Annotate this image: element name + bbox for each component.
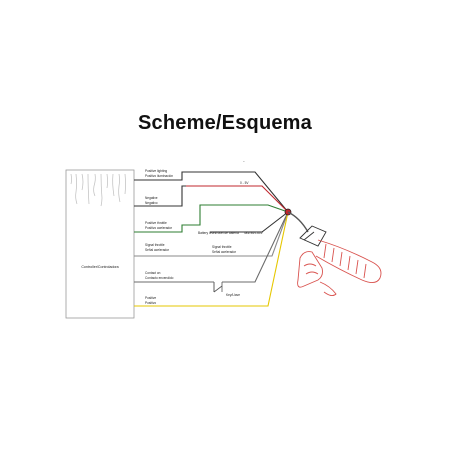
voltage-short-label: 0 - 5V — [240, 181, 249, 185]
label-positive-es: Positivo — [145, 301, 156, 305]
wire-labels: Positive lighting Positivo iluminación N… — [145, 169, 174, 305]
label-signal-throttle-es: Señal acelerador — [145, 248, 170, 252]
wire-battery-indicator — [210, 211, 289, 233]
signal-throttle-right-en: Signal throttle — [212, 245, 232, 249]
label-contact-on-es: Contacto encendido — [145, 276, 174, 280]
throttle-grip-icon — [297, 225, 382, 297]
label-positive-throttle-es: Positivo acelerador — [145, 226, 173, 230]
signal-throttle-right-es: Señal acelerador — [212, 250, 237, 254]
wire-negative — [134, 185, 186, 207]
voltage-label: 48V/36V-60V — [244, 231, 264, 235]
wire-contact-on-2 — [222, 211, 289, 283]
wire-red — [186, 185, 289, 213]
page-title: Scheme/Esquema — [138, 112, 312, 134]
wire-positive — [134, 211, 289, 307]
throttle-cable — [287, 211, 309, 233]
key-switch: Key/Llave — [213, 282, 240, 297]
key-label: Key/Llave — [226, 293, 240, 297]
controller-label: Controller/Controladora — [81, 265, 118, 269]
controller-box: Controller/Controladora — [65, 169, 135, 319]
battery-indicator-label: Battery level/Nivel de batería — [198, 231, 239, 235]
label-positive: Positive — [145, 296, 156, 300]
wire-positive-throttle — [134, 204, 289, 233]
label-negative: Negative — [145, 196, 158, 200]
controller-texture — [70, 173, 126, 207]
label-positive-throttle: Positive throttle — [145, 221, 167, 225]
label-negative-es: Negativo — [145, 201, 158, 205]
label-signal-throttle: Signal throttle — [145, 243, 165, 247]
wire-positive-lighting — [134, 171, 289, 213]
wire-signal-throttle — [134, 211, 289, 257]
label-positive-lighting: Positive lighting — [145, 169, 167, 173]
wires — [134, 171, 289, 307]
label-positive-lighting-es: Positivo iluminación — [145, 174, 173, 178]
label-contact-on: Contact on — [145, 271, 161, 275]
minus-label: − — [243, 160, 245, 164]
